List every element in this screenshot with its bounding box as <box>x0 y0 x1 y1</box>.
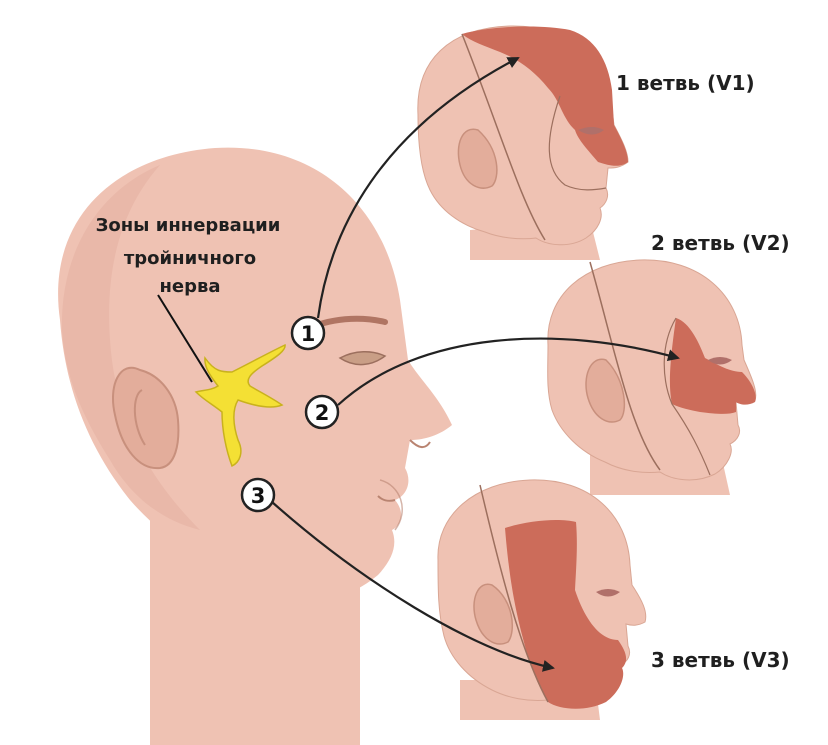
marker-1-number: 1 <box>301 322 316 346</box>
caption-line-1: Зоны иннервации <box>96 215 281 236</box>
head-v2 <box>547 259 757 495</box>
head-v2-silhouette <box>547 259 757 481</box>
head-v3 <box>437 479 647 720</box>
main-head <box>58 147 452 745</box>
marker-2-number: 2 <box>315 401 330 425</box>
main-eye <box>338 351 387 366</box>
main-ear-icon <box>112 366 180 470</box>
caption-line-3: нерва <box>159 276 220 297</box>
marker-2: 2 <box>304 394 340 430</box>
head-v1 <box>417 25 629 260</box>
arrow-to-v3 <box>271 501 555 672</box>
arrow-to-v1 <box>316 57 520 319</box>
caption-pointer-line <box>157 294 213 383</box>
trigeminal-nerve-icon <box>194 343 286 468</box>
main-head-back-shadow <box>61 165 201 530</box>
caption: Зоны иннервации тройничного нерва <box>96 215 281 297</box>
branch-label-v1: 1 ветвь (V1) <box>616 71 755 95</box>
arrow-to-v2 <box>337 337 680 406</box>
branch-label-v3: 3 ветвь (V3) <box>651 648 790 672</box>
caption-line-2: тройничного <box>124 248 256 269</box>
marker-3-number: 3 <box>251 484 266 508</box>
head-v3-zone <box>505 520 627 709</box>
marker-1: 1 <box>290 315 326 351</box>
marker-3: 3 <box>240 477 276 513</box>
branch-label-v2: 2 ветвь (V2) <box>651 231 790 255</box>
head-v2-zone <box>669 318 756 414</box>
